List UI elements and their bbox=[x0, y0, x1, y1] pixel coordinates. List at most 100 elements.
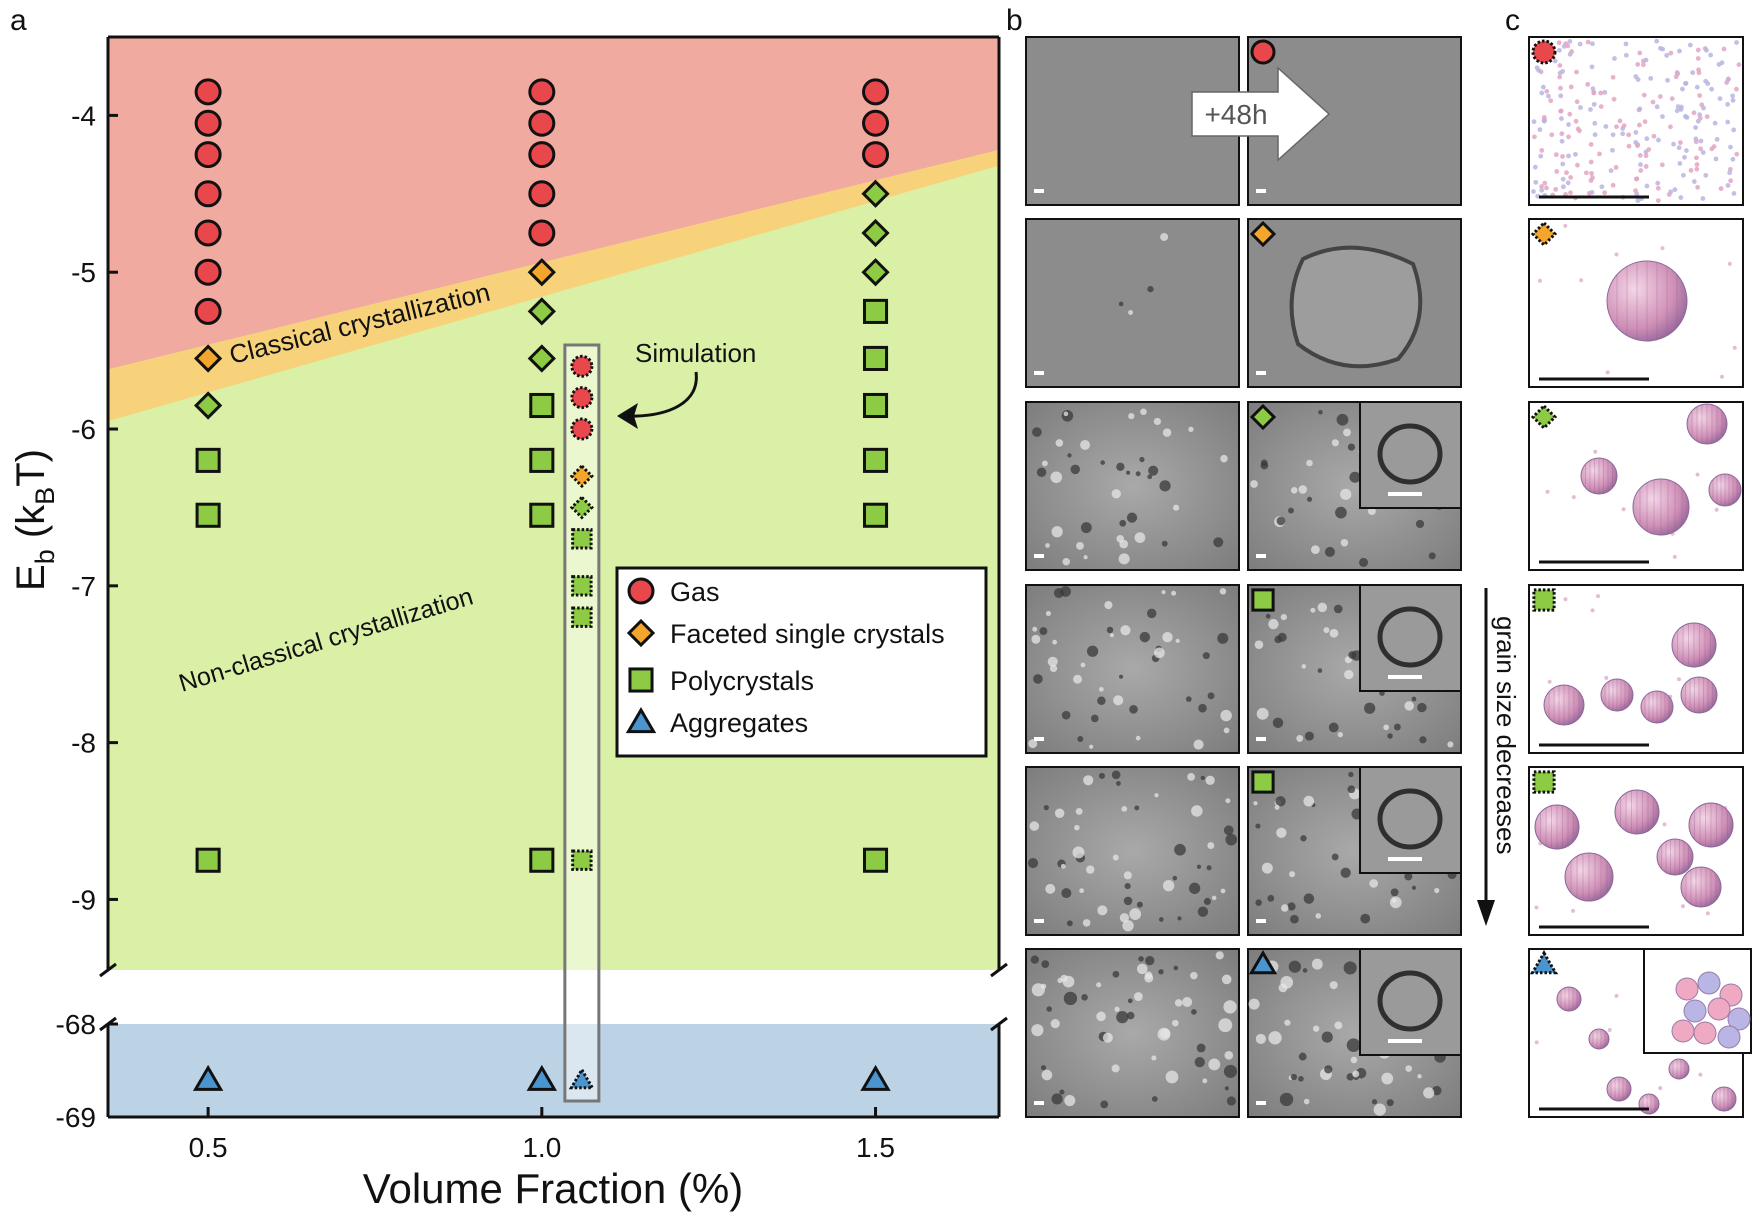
particle bbox=[1347, 785, 1356, 794]
gas-particle bbox=[1531, 189, 1536, 194]
particle bbox=[1027, 858, 1039, 869]
particle bbox=[1277, 632, 1287, 642]
particle bbox=[1310, 545, 1320, 554]
gas-particle bbox=[1695, 184, 1701, 190]
particle bbox=[1063, 991, 1078, 1006]
particle bbox=[1104, 601, 1113, 610]
gas-particle bbox=[1599, 184, 1605, 190]
particle bbox=[1188, 882, 1201, 895]
particle bbox=[1215, 951, 1224, 960]
particle bbox=[1147, 474, 1153, 480]
particle bbox=[1226, 1096, 1236, 1106]
particle bbox=[1064, 1095, 1076, 1107]
particle bbox=[1315, 913, 1322, 919]
gas-particle bbox=[1598, 104, 1604, 110]
gas-particle bbox=[1712, 120, 1718, 126]
gas-particle bbox=[1658, 45, 1663, 51]
particle bbox=[1134, 532, 1146, 543]
particle bbox=[1161, 540, 1168, 547]
particle bbox=[1306, 459, 1313, 467]
particle bbox=[1051, 526, 1063, 538]
particle bbox=[1359, 557, 1369, 567]
free-particle bbox=[1720, 374, 1725, 379]
free-particle bbox=[1614, 252, 1619, 257]
gas-particle bbox=[1556, 40, 1562, 46]
inset-particle bbox=[1717, 1025, 1741, 1049]
particle bbox=[1097, 905, 1108, 916]
free-particle bbox=[1695, 472, 1700, 477]
particle bbox=[1206, 865, 1212, 871]
particle bbox=[1033, 674, 1043, 684]
particle bbox=[1213, 537, 1224, 548]
gas-particle bbox=[1610, 182, 1616, 188]
particle bbox=[1188, 426, 1194, 432]
legend-label: Faceted single crystals bbox=[670, 619, 945, 649]
particle bbox=[1138, 956, 1144, 962]
gas-particle bbox=[1573, 118, 1579, 124]
particle bbox=[1173, 965, 1179, 971]
inset-particle bbox=[1707, 997, 1731, 1021]
simulation-snapshots-panel bbox=[1528, 36, 1752, 1118]
gas-particle bbox=[1665, 77, 1670, 83]
free-particle bbox=[1727, 261, 1732, 266]
data-point bbox=[862, 847, 889, 873]
gas-particle bbox=[1674, 108, 1680, 114]
particle bbox=[1119, 539, 1129, 549]
panel-label-b: b bbox=[1006, 4, 1023, 37]
gas-particle bbox=[1700, 150, 1706, 155]
gas-particle bbox=[1559, 138, 1565, 144]
gas-particle bbox=[1633, 188, 1638, 194]
particle bbox=[1390, 888, 1399, 897]
gas-particle bbox=[1734, 40, 1739, 45]
particle bbox=[1032, 626, 1038, 632]
particle bbox=[1154, 793, 1159, 798]
data-point bbox=[193, 344, 223, 373]
gas-particle bbox=[1560, 161, 1566, 167]
gas-particle bbox=[1611, 96, 1617, 102]
free-particle bbox=[1680, 904, 1685, 909]
gas-particle bbox=[1644, 183, 1650, 189]
particle bbox=[1290, 1073, 1298, 1081]
free-particle bbox=[1571, 495, 1576, 500]
particle bbox=[1118, 301, 1124, 307]
free-particle bbox=[1698, 1072, 1703, 1077]
gas-particle bbox=[1731, 127, 1737, 133]
gas-particle bbox=[1623, 52, 1629, 58]
gas-particle bbox=[1654, 104, 1660, 110]
gas-particle bbox=[1683, 148, 1689, 153]
particle bbox=[1062, 557, 1071, 566]
micrograph bbox=[1025, 766, 1240, 936]
particle bbox=[1225, 798, 1231, 804]
data-point bbox=[194, 258, 222, 286]
gas-particle bbox=[1682, 154, 1687, 160]
single-crystal bbox=[1289, 245, 1423, 369]
particle bbox=[1311, 958, 1323, 970]
gas-particle bbox=[1591, 90, 1597, 96]
particle bbox=[1106, 626, 1114, 634]
simulation-snapshot bbox=[1528, 401, 1744, 571]
snapshot-marker bbox=[1530, 403, 1558, 431]
particle bbox=[1288, 507, 1294, 514]
free-particle bbox=[1676, 677, 1681, 682]
particle bbox=[1298, 1076, 1304, 1082]
simulation-snapshot bbox=[1528, 766, 1744, 936]
gas-particle bbox=[1695, 47, 1701, 53]
particle bbox=[1223, 1064, 1238, 1078]
micrograph-marker bbox=[1249, 220, 1277, 248]
particle bbox=[1072, 846, 1085, 859]
data-point bbox=[862, 345, 889, 371]
gas-particle bbox=[1669, 96, 1675, 102]
gas-particle bbox=[1638, 162, 1643, 167]
particle bbox=[1197, 906, 1209, 917]
gas-particle bbox=[1585, 81, 1591, 87]
particle bbox=[1217, 632, 1229, 644]
free-particle bbox=[1672, 554, 1677, 559]
particle bbox=[1202, 1078, 1208, 1084]
gas-particle bbox=[1656, 137, 1661, 143]
gas-particle bbox=[1694, 155, 1699, 161]
particle bbox=[1281, 904, 1289, 912]
particle bbox=[1047, 656, 1058, 667]
gas-particle bbox=[1559, 131, 1565, 137]
